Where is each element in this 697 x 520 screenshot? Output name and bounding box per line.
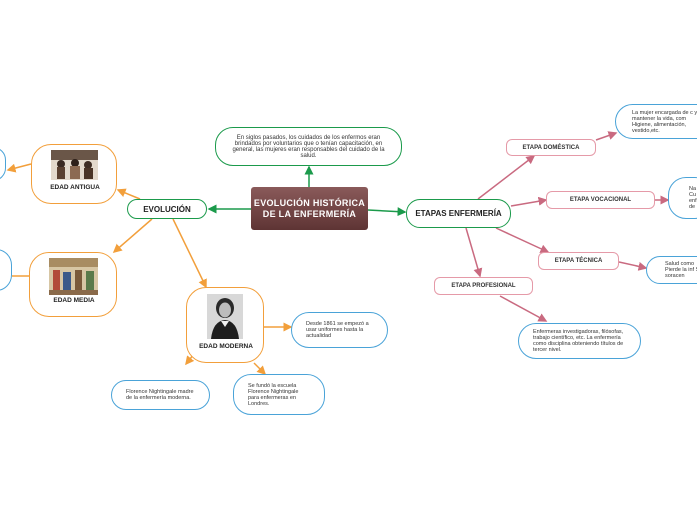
connector-evolucion-antigua <box>116 188 141 200</box>
moderna-note-florence[interactable]: Florence Nightingale madre de la enferme… <box>111 380 210 410</box>
central-topic[interactable]: EVOLUCIÓN HISTÓRICA DE LA ENFERMERÍA <box>251 187 368 230</box>
evolucion-node[interactable]: EVOLUCIÓN <box>127 199 207 219</box>
edad-antigua-image <box>51 150 98 180</box>
edad-media-node[interactable]: EDAD MEDIA <box>29 252 117 317</box>
connector-etapas-domestica <box>477 155 536 200</box>
edad-moderna-node[interactable]: EDAD MODERNA <box>186 287 264 363</box>
moderna-note-escuela[interactable]: Se fundó la escuela Florence Nightingale… <box>233 374 325 415</box>
etapa-vocacional-node[interactable]: ETAPA VOCACIONAL <box>546 191 655 209</box>
edad-antigua-node[interactable]: EDAD ANTIGUA <box>31 144 117 204</box>
profesional-note[interactable]: Enfermeras investigadoras, filósofas, tr… <box>518 323 641 359</box>
edad-antigua-label: EDAD ANTIGUA <box>50 184 100 191</box>
connector-moderna-note3 <box>253 362 267 376</box>
connector-evolucion-moderna <box>172 218 207 289</box>
domestica-note[interactable]: La mujer encargada de c y mantener la vi… <box>615 104 697 139</box>
florence-portrait-image <box>207 294 243 339</box>
vocacional-note[interactable]: Na Cu co enf de <box>668 177 697 219</box>
tecnica-note[interactable]: Salud como Pierde la inf Se soracen <box>646 256 697 284</box>
etapas-node[interactable]: ETAPAS ENFERMERÍA <box>406 199 511 228</box>
moderna-note-uniformes[interactable]: Desde 1861 se empezó a usar uniformes ha… <box>291 312 388 348</box>
intro-note[interactable]: En siglos pasados, los cuidados de los e… <box>215 127 402 166</box>
connector-tecnica-note <box>618 261 648 271</box>
etapa-profesional-node[interactable]: ETAPA PROFESIONAL <box>434 277 533 295</box>
edad-moderna-label: EDAD MODERNA <box>199 343 253 350</box>
connector-antigua-left <box>6 163 32 173</box>
connector-evolucion-media <box>112 218 153 253</box>
connector-domestica-note <box>595 131 618 141</box>
etapa-domestica-node[interactable]: ETAPA DOMÉSTICA <box>506 139 596 156</box>
connector-center-etapas <box>367 207 407 217</box>
etapa-tecnica-node[interactable]: ETAPA TÉCNICA <box>538 252 619 270</box>
connector-etapas-tecnica <box>495 227 550 253</box>
edad-media-image <box>49 258 98 295</box>
edad-media-label: EDAD MEDIA <box>53 297 95 304</box>
connector-etapas-profesional <box>465 227 483 278</box>
connector-profesional-note <box>499 295 548 322</box>
connector-etapas-vocacional <box>510 196 548 207</box>
